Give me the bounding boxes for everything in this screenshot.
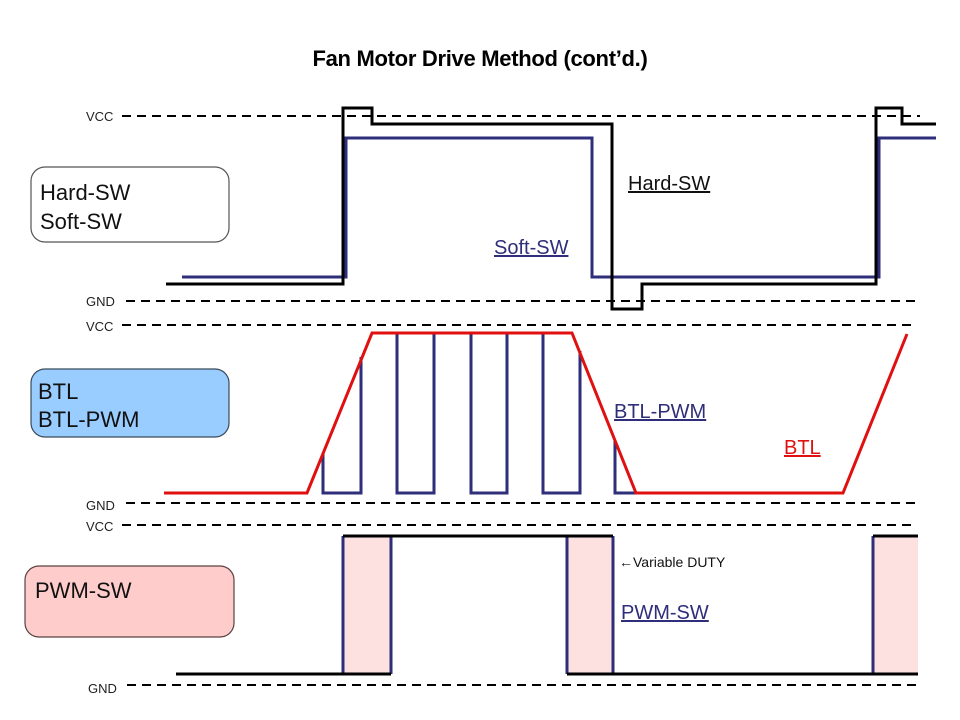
pwm-duty-edges bbox=[341, 536, 875, 674]
hard-sw-waveform bbox=[166, 106, 936, 311]
legend-box-line-btl-pwm: BTL-PWM bbox=[38, 407, 139, 432]
panel-hard-soft: VCC GND Hard-SW Soft-SW Hard-SW Soft-SW bbox=[30, 106, 936, 311]
btl-pwm-pulse bbox=[541, 333, 582, 495]
gnd-label: GND bbox=[86, 498, 115, 513]
duty-region bbox=[873, 536, 918, 674]
btl-pwm-wave-label: BTL-PWM bbox=[614, 401, 706, 423]
duty-region bbox=[567, 536, 613, 674]
soft-sw-waveform bbox=[182, 136, 936, 279]
vcc-label: VCC bbox=[86, 319, 113, 334]
pwm-sw-wave-label: PWM-SW bbox=[621, 602, 709, 624]
vcc-label: VCC bbox=[86, 519, 113, 534]
variable-duty-note: ←Variable DUTY bbox=[619, 554, 726, 570]
vcc-label: VCC bbox=[86, 109, 113, 124]
btl-wave-label: BTL bbox=[784, 437, 821, 459]
panel-btl: VCC GND BTL BTL-PWM BTL-PWM BTL bbox=[30, 319, 916, 513]
legend-box-pwm bbox=[24, 565, 235, 638]
legend-box-line-pwm-sw: PWM-SW bbox=[35, 578, 132, 603]
soft-sw-wave-label: Soft-SW bbox=[494, 237, 569, 259]
legend-box-line-btl: BTL bbox=[38, 379, 78, 404]
btl-pwm-pulse bbox=[321, 357, 363, 495]
legend-box-btl bbox=[30, 368, 230, 438]
legend-box-line-soft-sw: Soft-SW bbox=[40, 209, 122, 234]
legend-box-hard-soft bbox=[30, 166, 230, 243]
hard-sw-wave-label: Hard-SW bbox=[628, 173, 710, 195]
btl-pwm-pulse bbox=[395, 333, 436, 495]
gnd-label: GND bbox=[86, 294, 115, 309]
pwm-sw-waveform bbox=[176, 534, 918, 676]
btl-waveform bbox=[164, 331, 909, 495]
btl-pwm-waveform bbox=[321, 333, 648, 495]
panel-pwm: VCC GND PWM-SW ←Variable DUTY PWM-SW bbox=[24, 519, 918, 696]
gnd-label: GND bbox=[88, 681, 117, 696]
btl-pwm-pulse bbox=[469, 333, 509, 495]
legend-box-line-hard-sw: Hard-SW bbox=[40, 180, 131, 205]
duty-region bbox=[343, 536, 391, 674]
page-title: Fan Motor Drive Method (cont’d.) bbox=[312, 46, 648, 71]
